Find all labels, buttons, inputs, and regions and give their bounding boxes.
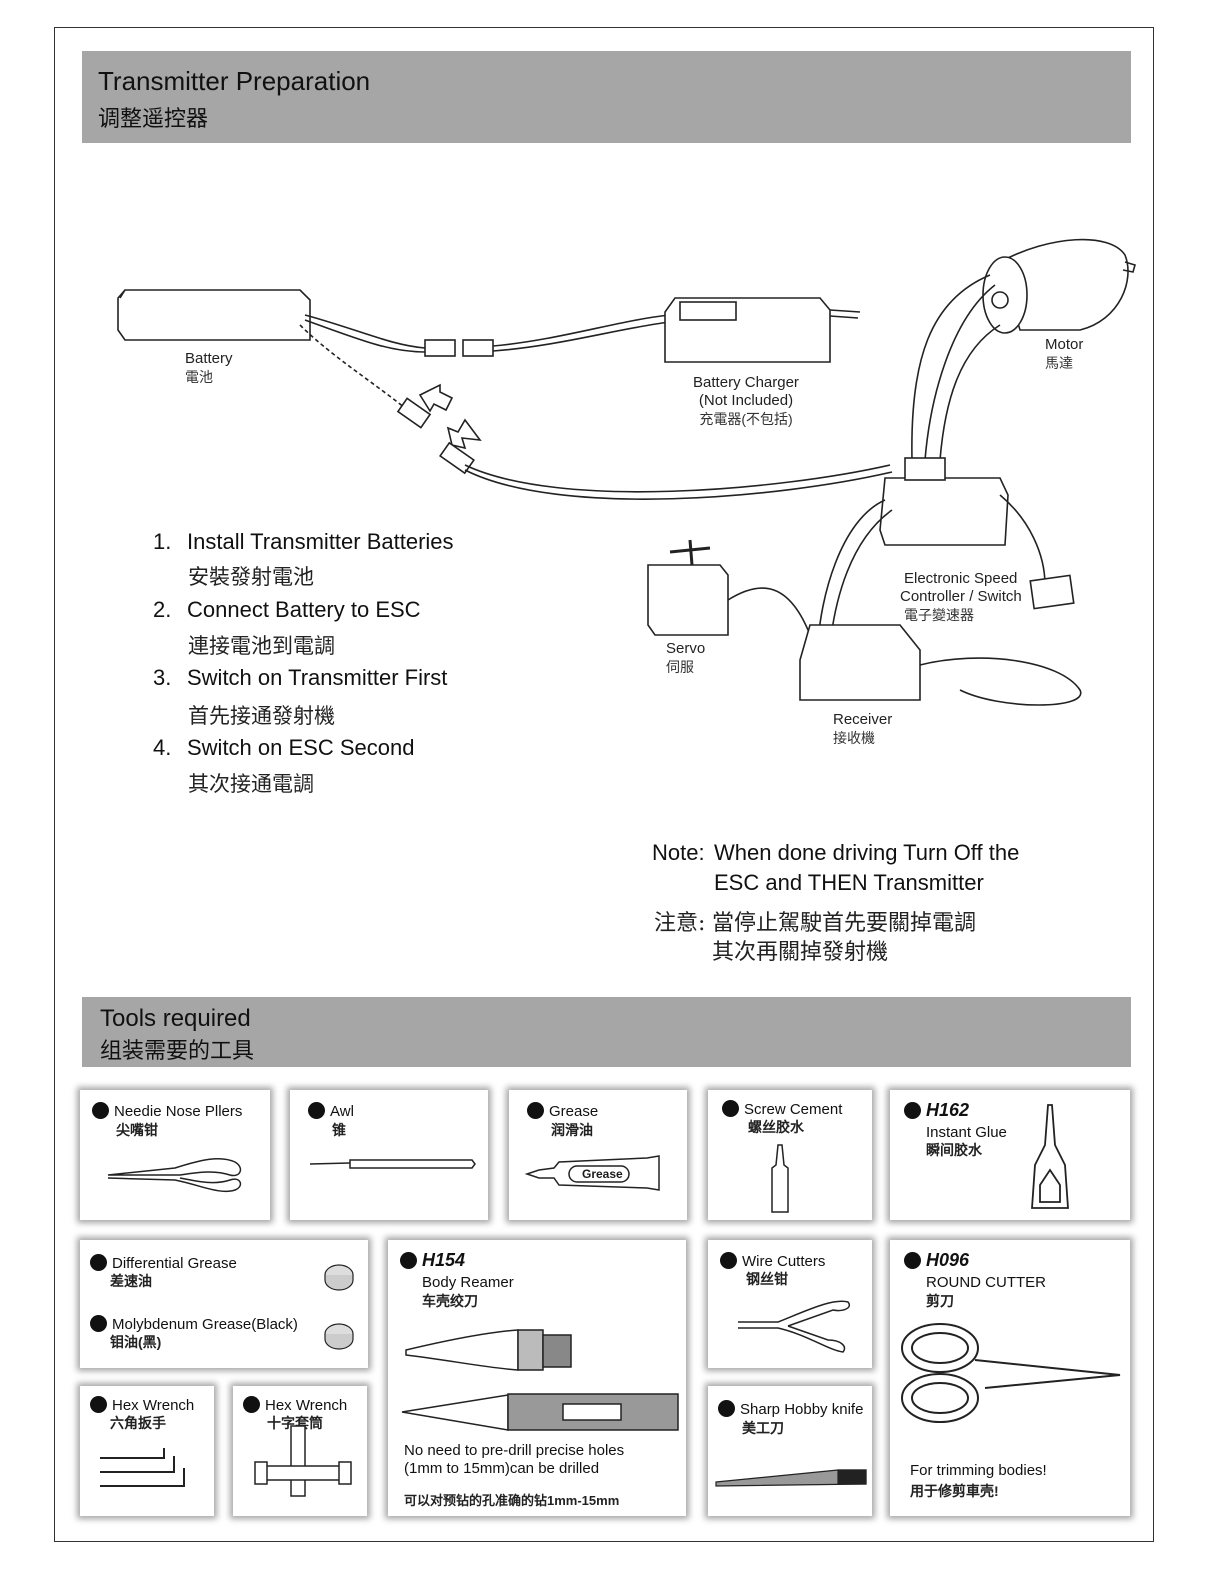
- esc-box: [879, 477, 1009, 546]
- note-label: Note:: [652, 840, 705, 865]
- tool-card-cross-wrench: Hex Wrench 十字套筒: [233, 1386, 367, 1516]
- step-2: 2.Connect Battery to ESC: [153, 597, 421, 622]
- grease-jar-icons: [324, 1264, 354, 1350]
- tools-subtitle: 组装需要的工具: [100, 1039, 255, 1064]
- motor-can: [999, 238, 1129, 331]
- servo-box: [647, 564, 729, 636]
- grease-tube-label: Grease: [582, 1167, 623, 1181]
- tool-card-instant-glue: H162 Instant Glue 瞬间胶水: [890, 1090, 1130, 1220]
- section-header-transmitter: Transmitter Preparation 调整遥控器: [82, 51, 1131, 143]
- step-1-zh: 安裝發射電池: [188, 565, 314, 589]
- tool-card-pliers: Needie Nose Pllers 尖嘴钳: [80, 1090, 270, 1220]
- note-line-1: When done driving Turn Off the: [714, 840, 1020, 865]
- tools-title: Tools required: [100, 1005, 251, 1032]
- hobby-knife-icon: [715, 1469, 867, 1487]
- charger-label: Battery Charger(Not Included)充電器(不包括): [693, 374, 799, 427]
- tool-card-wire-cutters: Wire Cutters 钢丝钳: [708, 1240, 872, 1368]
- section-title: Transmitter Preparation: [98, 66, 371, 96]
- glue-bottle-icon: [1031, 1104, 1069, 1209]
- step-4: 4.Switch on ESC Second: [153, 735, 415, 760]
- step-2-zh: 連接電池到電調: [188, 634, 335, 658]
- tool-card-greases: Differential Grease 差速油 Molybdenum Greas…: [80, 1240, 368, 1368]
- step-3: 3.Switch on Transmitter First: [153, 665, 448, 690]
- tool-card-screw-cement: Screw Cement 螺丝胶水: [708, 1090, 872, 1220]
- scissors-icon: [901, 1323, 1121, 1423]
- note-zh-label: 注意:: [654, 911, 706, 936]
- battery-pack: [117, 289, 311, 341]
- tool-card-hobby-knife: Sharp Hobby knife 美工刀: [708, 1386, 872, 1516]
- note-zh-line-2: 其次再關掉發射機: [712, 940, 889, 965]
- tool-card-grease: Grease 润滑油 Grease: [509, 1090, 687, 1220]
- step-3-zh: 首先接通發射機: [188, 704, 335, 728]
- note-zh-line-1: 當停止駕駛首先要關掉電調: [712, 911, 977, 936]
- tool-card-awl: Awl 锥: [290, 1090, 488, 1220]
- grease-tube-icon: [524, 1155, 660, 1191]
- wiring-diagram: [117, 238, 1136, 706]
- reamer-icon: [401, 1329, 679, 1431]
- tool-card-hex-wrench: Hex Wrench 六角扳手: [80, 1386, 214, 1516]
- tool-card-round-cutter: H096 ROUND CUTTER 剪刀 For trimming bodies…: [890, 1240, 1130, 1516]
- page-frame: [54, 27, 1154, 1542]
- section-subtitle: 调整遥控器: [98, 107, 209, 132]
- hex-wrench-icon: [100, 1448, 185, 1487]
- step-4-zh: 其次接通電調: [188, 772, 314, 796]
- tool-card-body-reamer: H154 Body Reamer 车壳绞刀 No need to pre-dri…: [388, 1240, 686, 1516]
- wire-cutters-icon: [738, 1300, 850, 1353]
- section-header-tools: Tools required 组装需要的工具: [82, 997, 1131, 1067]
- note-line-2: ESC and THEN Transmitter: [714, 870, 984, 895]
- screw-cement-bottle-icon: [771, 1144, 789, 1213]
- pliers-icon: [107, 1157, 242, 1192]
- cross-wrench-icon: [254, 1425, 352, 1497]
- step-1: 1.Install Transmitter Batteries: [153, 529, 454, 554]
- awl-icon: [309, 1159, 476, 1169]
- receiver-box: [799, 624, 921, 701]
